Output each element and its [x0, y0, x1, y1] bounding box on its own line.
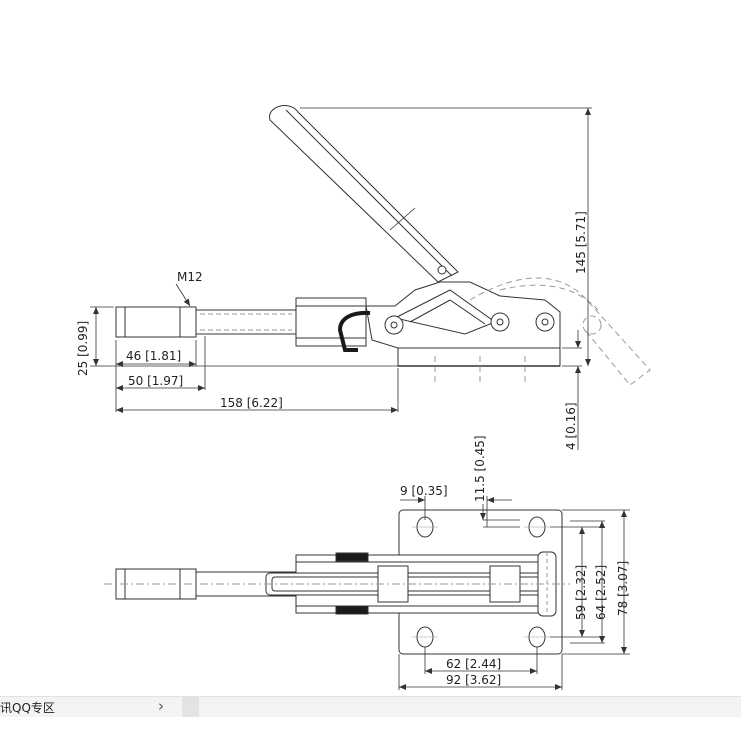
- footer-label[interactable]: 讯QQ专区: [0, 701, 55, 715]
- clamp-block-top-upper: [335, 552, 369, 562]
- dim-46: 46 [1.81]: [126, 349, 181, 363]
- dim-4: 4 [0.16]: [564, 402, 578, 450]
- side-view-dim-labels: M12 25 [0.99] 46 [1.81] 50 [1.97] 158 [6…: [76, 211, 588, 450]
- guide-bushing: [295, 297, 367, 347]
- chevron-right-icon[interactable]: ›: [158, 697, 164, 715]
- dim-78: 78 [3.07]: [616, 561, 630, 616]
- dim-145: 145 [5.71]: [574, 211, 588, 274]
- hook-bracket: [337, 310, 371, 352]
- side-view-dimensions: [90, 107, 592, 450]
- dim-92: 92 [3.62]: [446, 673, 501, 687]
- thread-label: M12: [177, 270, 203, 284]
- top-view-dimensions: [398, 496, 630, 690]
- clamp-block-top-lower: [335, 605, 369, 615]
- footer-tab[interactable]: [182, 697, 199, 717]
- dim-50: 50 [1.97]: [128, 374, 183, 388]
- dim-158: 158 [6.22]: [220, 396, 283, 410]
- dim-64: 64 [2.52]: [594, 565, 608, 620]
- handle-lever: [269, 105, 459, 283]
- plunger-thread-end: [115, 306, 197, 338]
- dim-9: 9 [0.35]: [400, 484, 448, 498]
- side-view: [115, 105, 651, 386]
- top-view: [104, 509, 570, 655]
- top-view-dim-labels: 9 [0.35] 11.5 [0.45] 59 [2.32] 64 [2.52]…: [400, 435, 630, 687]
- dim-59: 59 [2.32]: [574, 565, 588, 620]
- technical-drawing: M12 25 [0.99] 46 [1.81] 50 [1.97] 158 [6…: [76, 105, 651, 690]
- footer-bar: 讯QQ专区 ›: [0, 696, 741, 717]
- dim-11-5: 11.5 [0.45]: [473, 435, 487, 502]
- dim-25: 25 [0.99]: [76, 321, 90, 376]
- dim-62: 62 [2.44]: [446, 657, 501, 671]
